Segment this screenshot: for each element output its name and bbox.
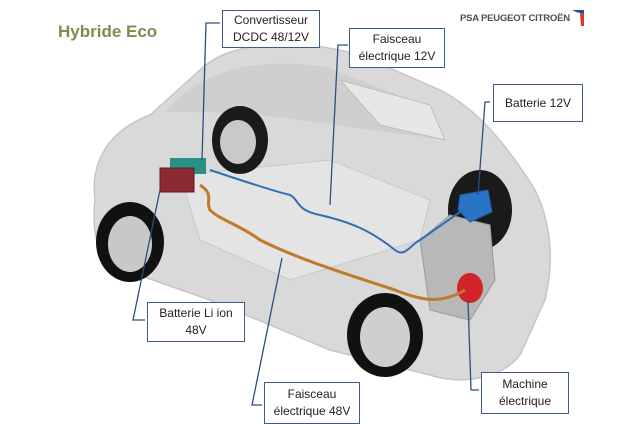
callout-text: Machine — [502, 377, 548, 391]
page-title: Hybride Eco — [58, 22, 158, 41]
leader-faisceau-48v — [251, 257, 283, 406]
leader-machine — [467, 299, 479, 391]
car-illustration — [93, 22, 551, 406]
callout-text: DCDC 48/12V — [232, 30, 310, 44]
wheel-rear-right — [212, 106, 268, 174]
callout-text: électrique 48V — [273, 404, 351, 418]
harness-48v-line — [199, 183, 466, 301]
leader-convertisseur — [201, 22, 220, 161]
li-ion-battery-shape — [159, 167, 195, 193]
wheel-front-left — [347, 293, 423, 377]
windshield — [338, 79, 446, 141]
callout-text: Convertisseur — [233, 13, 309, 27]
car-roof — [165, 63, 445, 140]
callout-text: Faisceau — [372, 32, 422, 46]
leader-batterie-12v — [477, 101, 490, 196]
callout-text: électrique 12V — [358, 49, 436, 63]
callout-faisceau-48v: Faisceau électrique 48V — [264, 382, 360, 424]
callout-text: Batterie 12V — [504, 95, 572, 110]
logo-text: PSA PEUGEOT CITROËN — [460, 13, 570, 24]
callout-batterie-li-ion: Batterie Li ion 48V — [147, 302, 245, 342]
callout-text: électrique — [498, 394, 552, 408]
leader-batterie-li-ion — [132, 189, 161, 321]
battery-12v-shape — [457, 189, 493, 223]
callout-faisceau-12v: Faisceau électrique 12V — [349, 28, 445, 68]
callout-text: 48V — [185, 323, 207, 337]
electric-machine-shape — [457, 273, 483, 303]
harness-12v-line — [209, 169, 471, 254]
logo-mark-icon — [572, 10, 584, 26]
callout-convertisseur: Convertisseur DCDC 48/12V — [222, 10, 320, 48]
leader-faisceau-12v — [329, 44, 348, 206]
callout-text: Faisceau — [287, 387, 337, 401]
wheel-rear-left — [96, 202, 164, 282]
callout-text: Batterie Li ion — [159, 306, 233, 320]
callout-batterie-12v: Batterie 12V — [493, 84, 583, 122]
callout-machine-electrique: Machine électrique — [481, 372, 569, 414]
